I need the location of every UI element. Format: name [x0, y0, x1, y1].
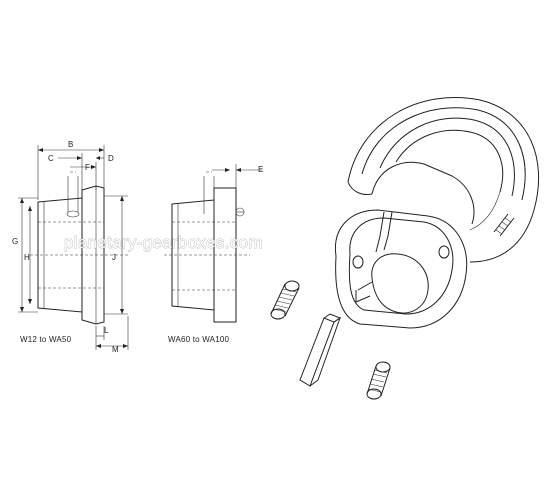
dim-label-e: E — [258, 165, 263, 174]
taper-bush-isometric — [334, 209, 515, 329]
dim-label-h: H — [24, 253, 30, 262]
dim-label-d: D — [108, 154, 114, 163]
dim-label-l: L — [104, 326, 109, 335]
watermark-text: planetary-gearboxes.com — [64, 233, 263, 252]
bushing-large-drawing — [164, 164, 262, 323]
grub-screw-right — [366, 361, 391, 400]
dim-label-g: G — [12, 237, 18, 246]
caption-large-range: WA60 to WA100 — [168, 335, 229, 344]
dim-label-c: C — [48, 154, 54, 163]
parallel-key — [299, 313, 342, 387]
grub-screw-left — [270, 280, 300, 320]
dim-label-m: M — [112, 345, 119, 354]
bushing-small-drawing — [18, 145, 130, 350]
dim-label-b: B — [68, 140, 73, 149]
dim-label-f: F — [85, 163, 90, 172]
pulley-isometric — [347, 97, 540, 263]
dim-label-j: J — [112, 253, 116, 262]
caption-small-range: W12 to WA50 — [20, 335, 72, 344]
